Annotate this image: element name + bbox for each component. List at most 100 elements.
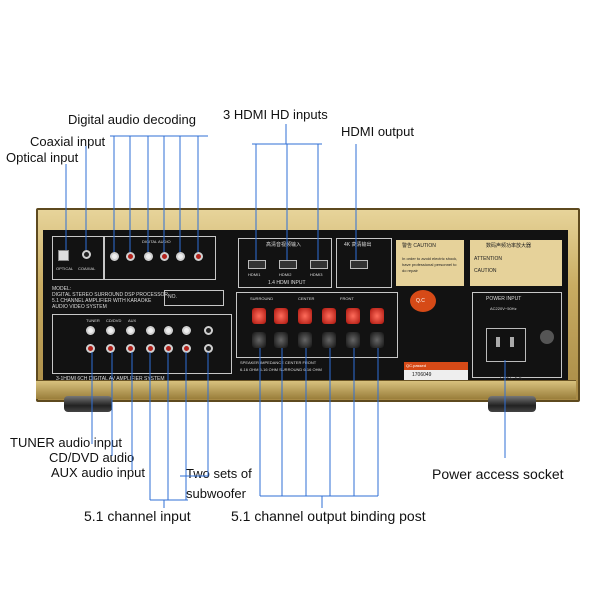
model-line-3: 5.1 CHANNEL AMPLIFIER WITH KARAOKE bbox=[52, 298, 152, 304]
subwoofer-jack-2[interactable] bbox=[204, 344, 213, 353]
aux-label: AUX bbox=[128, 318, 137, 323]
hdmi3-port[interactable] bbox=[310, 260, 328, 269]
power-input-title: POWER INPUT bbox=[486, 296, 522, 302]
binding-post-front-right-red[interactable] bbox=[370, 308, 384, 324]
subwoofer-jack-1[interactable] bbox=[204, 326, 213, 335]
model-line-1: MODEL: bbox=[52, 286, 72, 292]
callout-power-access-socket: Power access socket bbox=[432, 466, 564, 482]
impedance-line-2: 6-16 OHM 6-16 OHM SURROUND 6-16 OHM bbox=[240, 367, 322, 372]
ac-power-socket[interactable] bbox=[486, 328, 526, 362]
system-label: 3-1HDMI 6CH DIGITAL AV AMPLIFIER SYSTEM bbox=[56, 376, 165, 382]
digital-input-box bbox=[52, 236, 104, 280]
binding-post-front-right-black[interactable] bbox=[370, 332, 384, 348]
caution-title: 警告 CAUTION bbox=[402, 243, 436, 249]
hdmi1-label: HDMI1 bbox=[248, 272, 261, 277]
model-line-4: AUDIO VIDEO SYSTEM bbox=[52, 304, 107, 310]
attention-text: ATTENTION bbox=[474, 256, 502, 262]
hdmi-out-title: 4K 高清输出 bbox=[344, 242, 372, 248]
optical-port[interactable] bbox=[58, 250, 69, 261]
binding-post-front-left-black[interactable] bbox=[346, 332, 360, 348]
aux-jack-l[interactable] bbox=[126, 326, 135, 335]
optical-label: OPTICAL bbox=[56, 266, 74, 271]
hdmi-title: 高清音视频输入 bbox=[266, 242, 302, 248]
binding-post-surround-left-black[interactable] bbox=[252, 332, 266, 348]
callout-digital-audio-decoding: Digital audio decoding bbox=[68, 112, 196, 127]
foot-right bbox=[488, 396, 536, 412]
ch51-jack-sw[interactable] bbox=[182, 344, 191, 353]
analog-input-box bbox=[52, 314, 232, 374]
surround-label: SURROUND bbox=[250, 296, 274, 301]
callout-cd-dvd-audio: CD/DVD audio bbox=[49, 450, 135, 465]
callout-hdmi-hd-inputs: 3 HDMI HD inputs bbox=[223, 107, 328, 122]
power-input-box bbox=[472, 292, 562, 378]
tuner-jack-r[interactable] bbox=[86, 344, 95, 353]
qc-text: Q.C bbox=[416, 298, 425, 304]
hdmi-input-label: 1.4 HDMI INPUT bbox=[268, 280, 306, 286]
qc-sticker bbox=[404, 362, 468, 370]
callout-5-1-channel-input: 5.1 channel input bbox=[84, 508, 191, 524]
tuner-jack-l[interactable] bbox=[86, 326, 95, 335]
callout-optical-input: Optical input bbox=[6, 150, 79, 165]
ac-pin-2 bbox=[510, 337, 514, 347]
coaxial-label: COAXIAL bbox=[78, 266, 96, 271]
decode-jack-cen[interactable] bbox=[144, 252, 153, 261]
attention-label bbox=[470, 240, 562, 286]
binding-post-surround-right-red[interactable] bbox=[274, 308, 288, 324]
tuner-label: TUNER bbox=[86, 318, 100, 323]
hdmi-out-port[interactable] bbox=[350, 260, 368, 269]
decode-jack-sl[interactable] bbox=[160, 252, 169, 261]
power-rating: AC220V~50Hz bbox=[490, 306, 517, 311]
decode-jack-fr[interactable] bbox=[126, 252, 135, 261]
callout-tuner-audio-input: TUNER audio input bbox=[10, 435, 122, 450]
callout-subwoofer: subwoofer bbox=[186, 486, 246, 501]
power-switch[interactable] bbox=[540, 330, 554, 344]
coaxial-jack[interactable] bbox=[82, 250, 91, 259]
attention-title: 数码声频功率放大器 bbox=[486, 243, 532, 249]
callout-output-binding-post: 5.1 channel output binding post bbox=[231, 508, 426, 524]
front-label: FRONT bbox=[340, 296, 354, 301]
ac-pin-1 bbox=[496, 337, 500, 347]
caution-text: In order to avoid electric shock, have p… bbox=[402, 256, 458, 273]
callout-coaxial-input: Coaxial input bbox=[30, 134, 106, 149]
serial-sticker bbox=[404, 370, 468, 380]
ch51-jack-cen[interactable] bbox=[182, 326, 191, 335]
binding-post-center-black[interactable] bbox=[298, 332, 312, 348]
binding-post-surround-left-red[interactable] bbox=[252, 308, 266, 324]
decode-jack-sr[interactable] bbox=[176, 252, 185, 261]
cddvd-label: CD/DVD bbox=[106, 318, 122, 323]
binding-post-center-red[interactable] bbox=[298, 308, 312, 324]
callout-hdmi-output: HDMI output bbox=[341, 124, 414, 139]
binding-post-surround-right-black[interactable] bbox=[274, 332, 288, 348]
hdmi-output-box bbox=[336, 238, 392, 288]
foot-left bbox=[64, 396, 112, 412]
ch51-jack-fr[interactable] bbox=[146, 344, 155, 353]
binding-post-front-left-red[interactable] bbox=[346, 308, 360, 324]
decode-jack-sw[interactable] bbox=[194, 252, 203, 261]
cddvd-jack-r[interactable] bbox=[106, 344, 115, 353]
fuse-label: FUSE 6 A bbox=[500, 376, 522, 382]
hdmi1-port[interactable] bbox=[248, 260, 266, 269]
model-line-2: DIGITAL STEREO SURROUND DSP PROCESSOR bbox=[52, 292, 169, 298]
caution2-text: CAUTION bbox=[474, 268, 497, 274]
no-label: NO. bbox=[168, 294, 177, 300]
center-label: CENTER bbox=[298, 296, 315, 301]
ch51-jack-fl[interactable] bbox=[146, 326, 155, 335]
qc-seal bbox=[410, 290, 436, 312]
impedance-line-1: SPEAKER IMPEDANCE CENTER FRONT bbox=[240, 360, 317, 365]
serial-box bbox=[164, 290, 224, 306]
cddvd-jack-l[interactable] bbox=[106, 326, 115, 335]
ch51-jack-sr[interactable] bbox=[164, 344, 173, 353]
decode-jack-fl[interactable] bbox=[110, 252, 119, 261]
serial-number: 1706049 bbox=[412, 372, 432, 378]
hdmi3-label: HDMI3 bbox=[310, 272, 323, 277]
ch51-jack-sl[interactable] bbox=[164, 326, 173, 335]
aux-jack-r[interactable] bbox=[126, 344, 135, 353]
qc-note: QC.passed bbox=[406, 363, 427, 368]
binding-post-subwoofer-red[interactable] bbox=[322, 308, 336, 324]
callout-aux-audio-input: AUX audio input bbox=[51, 465, 145, 480]
hdmi2-label: HDMI2 bbox=[279, 272, 292, 277]
digital-audio-label: DIGITAL AUDIO bbox=[142, 239, 171, 244]
binding-post-subwoofer-black[interactable] bbox=[322, 332, 336, 348]
callout-two-sets-of: Two sets of bbox=[186, 466, 252, 481]
hdmi2-port[interactable] bbox=[279, 260, 297, 269]
